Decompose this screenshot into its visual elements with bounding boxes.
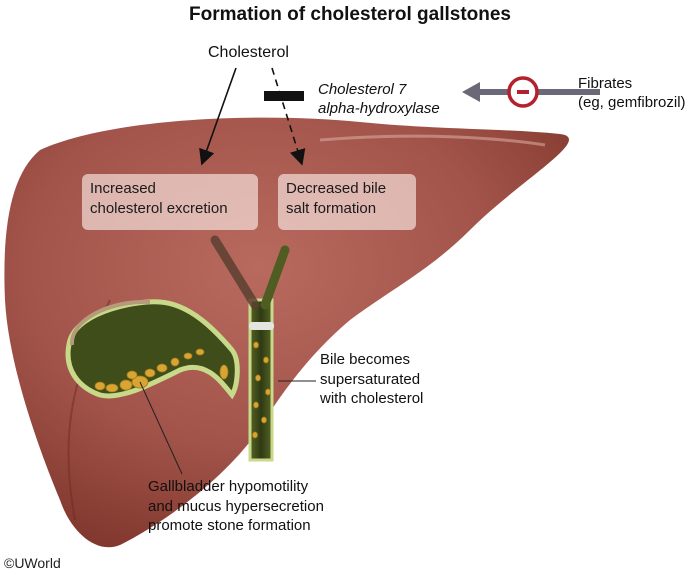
gallbladder <box>65 299 240 400</box>
callout-bile-salt-line2: salt formation <box>286 200 377 217</box>
fibrates-label-line1: Fibrates <box>578 75 633 92</box>
arrow-to-excretion <box>199 67 237 166</box>
gallbladder-outer-rim <box>69 299 151 346</box>
enzyme-label-line2: alpha-hydroxylase <box>318 100 440 117</box>
gallstones <box>94 341 271 439</box>
bile-label-line1: Bile becomes <box>320 351 411 368</box>
minus-icon <box>517 90 529 94</box>
cholesterol-label: Cholesterol <box>208 44 289 61</box>
enzyme-label-line1: Cholesterol 7 <box>318 81 407 98</box>
gallbladder-hypomotility-label: Gallbladder hypomotility and mucus hyper… <box>148 477 324 536</box>
callout-excretion-line2: cholesterol excretion <box>90 200 228 217</box>
gb-label-line2: and mucus hypersecretion <box>148 497 324 515</box>
callout-excretion-line1: Increased <box>90 180 156 197</box>
bile-supersaturated-label: Bile becomes supersaturated with cholest… <box>320 350 423 409</box>
fibrates-arrow-head <box>462 82 480 102</box>
hepatic-duct-left <box>210 235 260 310</box>
callout-bile-salt-line1: Decreased bile <box>286 180 387 197</box>
arrow-to-bile-salt <box>271 67 306 166</box>
diagram-title: Formation of cholesterol gallstones <box>189 4 511 25</box>
callout-decreased-bile-salt: Decreased bile salt formation <box>278 174 416 230</box>
bile-label-line2: supersaturated <box>320 370 421 388</box>
gb-label-line1: Gallbladder hypomotility <box>148 478 309 495</box>
gb-label-line3: promote stone formation <box>148 517 311 534</box>
duct-cut-ring <box>249 322 274 330</box>
enzyme-label: Cholesterol 7 alpha-hydroxylase <box>318 80 440 118</box>
hepatic-duct-right <box>260 245 290 310</box>
enzyme-block-bar <box>264 91 304 101</box>
bile-label-line3: with cholesterol <box>320 390 424 407</box>
liver-highlight <box>319 134 546 147</box>
gallbladder-leader-line <box>139 381 183 475</box>
callout-increased-excretion: Increased cholesterol excretion <box>82 174 258 230</box>
fibrates-label: Fibrates (eg, gemfibrozil) <box>578 74 686 112</box>
fibrates-label-line2: (eg, gemfibrozil) <box>578 94 686 111</box>
copyright-notice: ©UWorld <box>4 555 61 571</box>
